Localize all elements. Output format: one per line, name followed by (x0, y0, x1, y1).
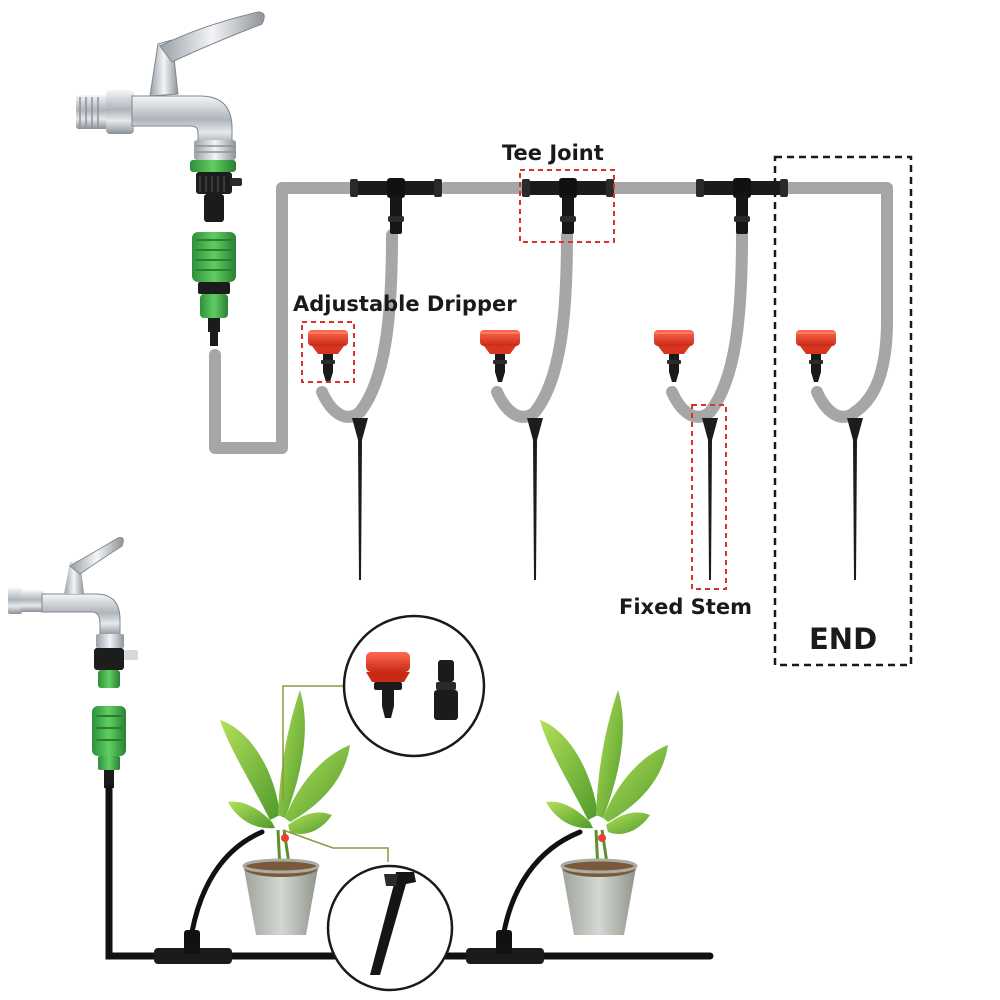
end-label: END (809, 622, 877, 656)
hose-connector-icon (190, 160, 242, 346)
fixed-stem-label: Fixed Stem (619, 595, 752, 619)
main-tube-gray (209, 182, 893, 454)
dripper-zoom-circle (342, 614, 486, 758)
callout-lines (282, 685, 389, 862)
dripper-callout-box (301, 321, 355, 383)
branch-tubes (316, 229, 893, 423)
adjustable-dripper-label: Adjustable Dripper (293, 292, 517, 316)
plant-pot-icon (220, 690, 668, 935)
hose-connector-icon (92, 648, 126, 788)
tee-joint-callout-box (519, 169, 615, 243)
tee-joint-icon (154, 930, 544, 964)
faucet-icon (76, 11, 265, 160)
stake-zoom-circle (326, 864, 454, 992)
tee-joint-label: Tee Joint (502, 141, 604, 165)
branch-tubes-black (189, 829, 583, 935)
faucet-icon (8, 537, 138, 660)
stake-icon (352, 418, 863, 580)
end-callout-box (773, 155, 913, 667)
stem-callout-box (691, 404, 727, 590)
tee-joint-icon (350, 178, 788, 234)
